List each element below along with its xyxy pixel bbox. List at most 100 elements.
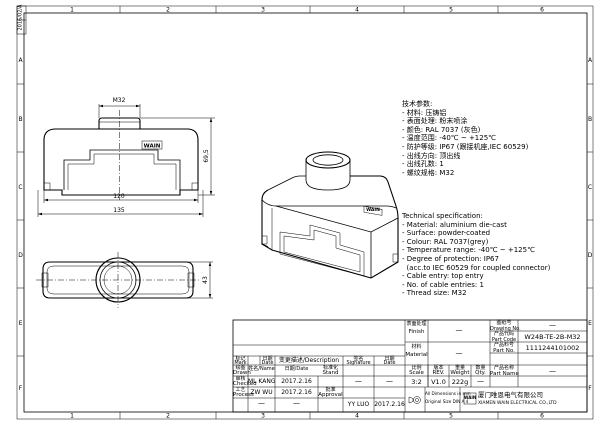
part-code-en: Part Code <box>491 336 517 343</box>
approval-en: Approval <box>318 392 343 398</box>
material-cn: 材料 <box>411 344 422 350</box>
row-label-a-r: A <box>588 57 593 64</box>
col-label-5b: 5 <box>449 413 453 420</box>
mark-en: Mark <box>234 360 247 366</box>
col-label-1b: 1 <box>70 413 74 420</box>
dim-width-outer <box>37 190 204 217</box>
process-name: — <box>258 399 265 407</box>
tech-cn-line: - 材料: 压铸铝 <box>402 108 447 117</box>
scale-en: Scale <box>409 370 424 376</box>
front-logo: WAIN <box>144 144 161 150</box>
dim-width-inner-label: 120 <box>113 193 125 200</box>
dim-width-outer-label: 135 <box>113 207 125 214</box>
tech-spec-cn: 技术参数: - 材料: 压铸铝 - 表面处理: 粉末喷涂 - 颜色: RAL 7… <box>402 100 528 177</box>
process-date: — <box>293 399 300 407</box>
col-label-6: 6 <box>540 7 544 14</box>
drawn-name: ML KANG <box>248 378 276 385</box>
date-cn: 日期 <box>262 356 273 362</box>
finish-cn: 表面处理 <box>406 321 427 327</box>
tech-en-line: - Material: aluminium die-cast <box>402 220 507 229</box>
tech-cn-heading: 技术参数: <box>402 100 433 108</box>
drawn-cn: 绘图 <box>235 365 246 371</box>
company-logo-box <box>463 392 477 405</box>
tech-en-line: - Temperature range: -40℃ ~ +125℃ <box>402 246 535 255</box>
stand-en: Stand <box>322 370 339 376</box>
rev-value: V1.0 <box>431 377 446 386</box>
dim-width-inner <box>43 190 199 203</box>
tech-cn-line: - 出线孔数: 1 <box>402 160 444 169</box>
tech-cn-line: - 防护等级: IP67 (跟接机座,IEC 60529) <box>402 142 529 151</box>
row-label-e: E <box>19 320 23 327</box>
date-header: 日期/Date <box>284 366 309 372</box>
signature-cn: 签名 <box>353 356 364 362</box>
row-ticks <box>17 83 593 357</box>
mark-cn: 标记 <box>235 356 246 362</box>
tech-cn-line: - 表面处理: 粉末喷涂 <box>402 117 468 126</box>
col-label-2b: 2 <box>166 413 170 420</box>
col-label-2: 2 <box>166 7 170 14</box>
tech-en-heading: Technical specification: <box>402 212 483 220</box>
tech-en-line: - Degree of protection: IP67 <box>402 254 499 263</box>
row-label-f-r: F <box>588 385 592 392</box>
tech-cn-line: - 温度范围: -40℃ ~ +125℃ <box>402 134 497 143</box>
material-value: — <box>455 349 463 357</box>
date2-en: Date <box>383 360 396 366</box>
approval-name: YY LUO <box>347 401 370 408</box>
row-label-d-r: D <box>588 252 593 259</box>
part-no-en: Part No. <box>493 347 515 354</box>
corner-text: 2016/02/A <box>17 4 24 31</box>
part-no-cn: 产品料号 <box>493 342 514 348</box>
projection-symbol <box>408 396 421 404</box>
qty-value: — <box>477 377 484 385</box>
finish-en: Finish <box>408 329 425 335</box>
top-view <box>36 252 200 308</box>
company-name-en: XIAMEN WAIN ELECTRICAL CO.,LTD <box>478 401 557 406</box>
tech-en-line: - Colour: RAL 7037(grey) <box>402 237 489 246</box>
tech-spec-en: Technical specification: - Material: alu… <box>402 212 550 298</box>
dim-thread-label: M32 <box>113 97 126 104</box>
row-label-b: B <box>18 116 22 123</box>
tolerance-line-1: All Dimensions in mm <box>425 391 471 396</box>
tech-en-line: - No. of cable entries: 1 <box>402 280 484 289</box>
col-label-1: 1 <box>70 7 74 14</box>
tolerance-line-2: Original Size DIN A 4 <box>425 399 469 404</box>
date-en: Date <box>261 360 274 366</box>
title-block-grid <box>232 319 588 413</box>
tech-en-line: (acc.to IEC 60529 for coupled connector) <box>402 263 551 272</box>
col-label-3b: 3 <box>261 413 265 420</box>
checked-cn: 审核 <box>235 376 246 382</box>
row-label-a: A <box>18 57 23 64</box>
dim-thread <box>98 104 141 118</box>
qty-en: Qty. <box>475 370 486 376</box>
front-view: WAIN <box>43 110 199 200</box>
tech-cn-line: - 螺纹规格: M32 <box>402 168 455 177</box>
tech-cn-line: - 颜色: RAL 7037 (灰色) <box>402 125 481 134</box>
stand-cn: 标准化 <box>322 365 338 371</box>
drawing-no-en: Drawing No. <box>490 325 521 332</box>
col-label-5: 5 <box>449 7 453 14</box>
date2-cn: 日期 <box>384 356 395 362</box>
stand-value-2: — <box>386 377 393 385</box>
rev-en: REV. <box>432 370 445 376</box>
name-header: 姓名/Name <box>248 366 275 372</box>
approval-cn: 批准 <box>325 387 336 393</box>
part-code-cn: 产品代码 <box>493 331 514 337</box>
checked-en: Checked <box>233 381 257 387</box>
checked-date: 2017.2.16 <box>281 389 312 396</box>
company-name-cn: 厦门唯恩电气有限公司 <box>478 391 543 399</box>
tech-en-line: - Cable entry: top entry <box>402 272 484 281</box>
dim-height <box>140 117 215 196</box>
isometric-view: WAIN <box>261 151 399 279</box>
dim-depth <box>186 261 213 299</box>
col-label-4: 4 <box>355 7 359 14</box>
part-code-value: W24B-TE-2B-M32 <box>524 333 581 341</box>
drawn-date: 2017.2.16 <box>281 378 312 385</box>
dim-height-label: 69,5 <box>203 149 210 163</box>
row-label-d: D <box>18 252 23 259</box>
company-logo: WAIN <box>464 395 477 400</box>
col-label-4b: 4 <box>355 413 359 420</box>
dim-depth-label: 43 <box>202 276 209 284</box>
part-name-value: — <box>549 367 556 375</box>
